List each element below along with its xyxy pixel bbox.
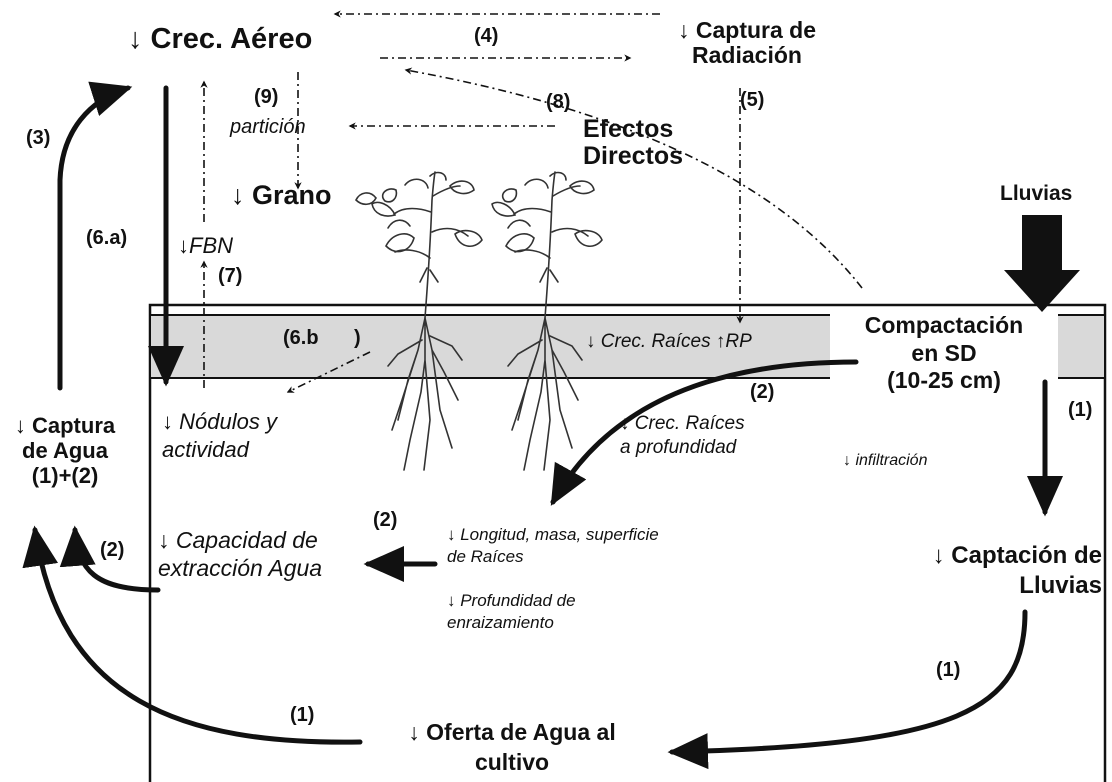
node-oferta-line2: cultivo <box>474 748 550 775</box>
node-compactacion-line1: Compactación <box>864 312 1024 338</box>
node-crec-raices-prof-line2: a profundidad <box>620 436 737 458</box>
path-label-6b: (6.b <box>283 327 319 349</box>
path-label-8: (8) <box>546 91 571 113</box>
node-fbn: ↓FBN <box>178 233 233 258</box>
node-profundidad-line1: ↓ Profundidad de <box>447 591 576 610</box>
arrow-compaction-to-deep-roots <box>550 359 859 506</box>
node-longitud-line1: ↓ Longitud, masa, superficie <box>447 525 659 544</box>
solid-arrows <box>22 81 1063 770</box>
path-label-5: (5) <box>740 89 765 111</box>
arrow-1-supply-to-water-capture <box>22 525 363 745</box>
path-label-2-mid: (2) <box>373 509 398 531</box>
node-profundidad-line2: enraizamiento <box>447 613 554 633</box>
path-label-1-bottom: (1) <box>290 704 315 726</box>
node-oferta-line1: ↓ Oferta de Agua al <box>408 719 616 745</box>
node-captura-radiacion-line2: Radiación <box>692 41 802 68</box>
path-label-9: (9) <box>254 86 279 108</box>
node-capacidad-line1: ↓ Capacidad de <box>158 527 318 553</box>
node-captacion-line2: Lluvias <box>1019 572 1102 600</box>
node-efectos-line1: Efectos <box>583 115 674 143</box>
node-nodulos-line2: actividad <box>162 436 249 462</box>
node-compactacion-line2: en SD <box>911 339 977 366</box>
node-captura-agua-line2: de Agua <box>22 438 108 464</box>
node-compactacion-line3: (10-25 cm) <box>887 367 1001 394</box>
node-grano: ↓ Grano <box>231 180 332 210</box>
arrow-6b-to-nodules <box>286 351 371 393</box>
node-captacion-line1: ↓ Captación de <box>932 542 1102 569</box>
node-captura-agua: ↓ Captura de Agua (1)+(2) <box>2 413 128 488</box>
node-crec-raices-rp: ↓ Crec. Raíces ↑RP <box>586 331 752 352</box>
soybean-plant-left <box>355 171 483 471</box>
path-label-2-left: (2) <box>100 539 125 561</box>
node-profundidad-enraizamiento: ↓ Profundidad de enraizamiento <box>447 590 576 634</box>
node-nodulos-line1: ↓ Nódulos y <box>162 409 277 434</box>
path-label-1-lower: (1) <box>936 659 961 681</box>
soybean-plant-right <box>491 171 603 471</box>
node-capacidad-line2: extracción Agua <box>158 554 323 581</box>
node-capacidad-extraccion: ↓ Capacidad de extracción Agua <box>158 527 322 582</box>
path-label-6a: (6.a) <box>86 227 128 249</box>
node-efectos-line2: Directos <box>583 142 684 170</box>
arrow-3 <box>57 81 133 391</box>
node-lluvias: Lluvias <box>1000 182 1073 205</box>
node-captura-agua-line3: (1)+(2) <box>31 463 99 489</box>
compaction-label-mask <box>830 310 1058 410</box>
arrow-1-rainfall-to-supply <box>667 609 1028 770</box>
node-longitud-line2: de Raíces <box>447 547 524 567</box>
path-label-6b-close: ) <box>354 327 361 349</box>
node-captura-radiacion: ↓ Captura de Radiación <box>652 18 842 68</box>
rainfall-arrow <box>1004 215 1080 312</box>
node-compactacion: Compactación en SD (10-25 cm) <box>836 312 1052 395</box>
arrow-2-extraction-to-water-capture <box>59 525 161 593</box>
path-label-4: (4) <box>474 25 499 47</box>
node-nodulos: ↓ Nódulos y actividad <box>162 408 277 463</box>
path-label-2-top: (2) <box>750 381 775 403</box>
node-infiltracion: ↓ infiltración <box>843 452 928 469</box>
path-label-1-right: (1) <box>1068 399 1093 421</box>
node-efectos-directos: Efectos Directos <box>583 116 683 170</box>
node-crec-raices-prof-line1: ↓ Crec. Raíces <box>620 413 745 434</box>
path-label-3: (3) <box>26 127 51 149</box>
node-longitud-masa: ↓ Longitud, masa, superficie de Raíces <box>447 524 659 568</box>
node-oferta-agua: ↓ Oferta de Agua al cultivo <box>362 718 662 778</box>
node-crec-aereo: ↓ Crec. Aéreo <box>128 23 313 55</box>
node-crec-raices-prof: ↓ Crec. Raíces a profundidad <box>620 412 745 460</box>
node-captura-radiacion-line1: ↓ Captura de <box>677 17 817 43</box>
node-captacion-lluvias: ↓ Captación de Lluvias <box>876 541 1102 601</box>
node-captura-agua-line1: ↓ Captura <box>14 413 116 438</box>
node-particion: partición <box>230 116 306 138</box>
soil-profile-box <box>148 303 1107 782</box>
path-label-7: (7) <box>218 265 243 287</box>
dashdot-arrows <box>200 10 863 393</box>
arrow-direct-effects <box>404 67 863 289</box>
